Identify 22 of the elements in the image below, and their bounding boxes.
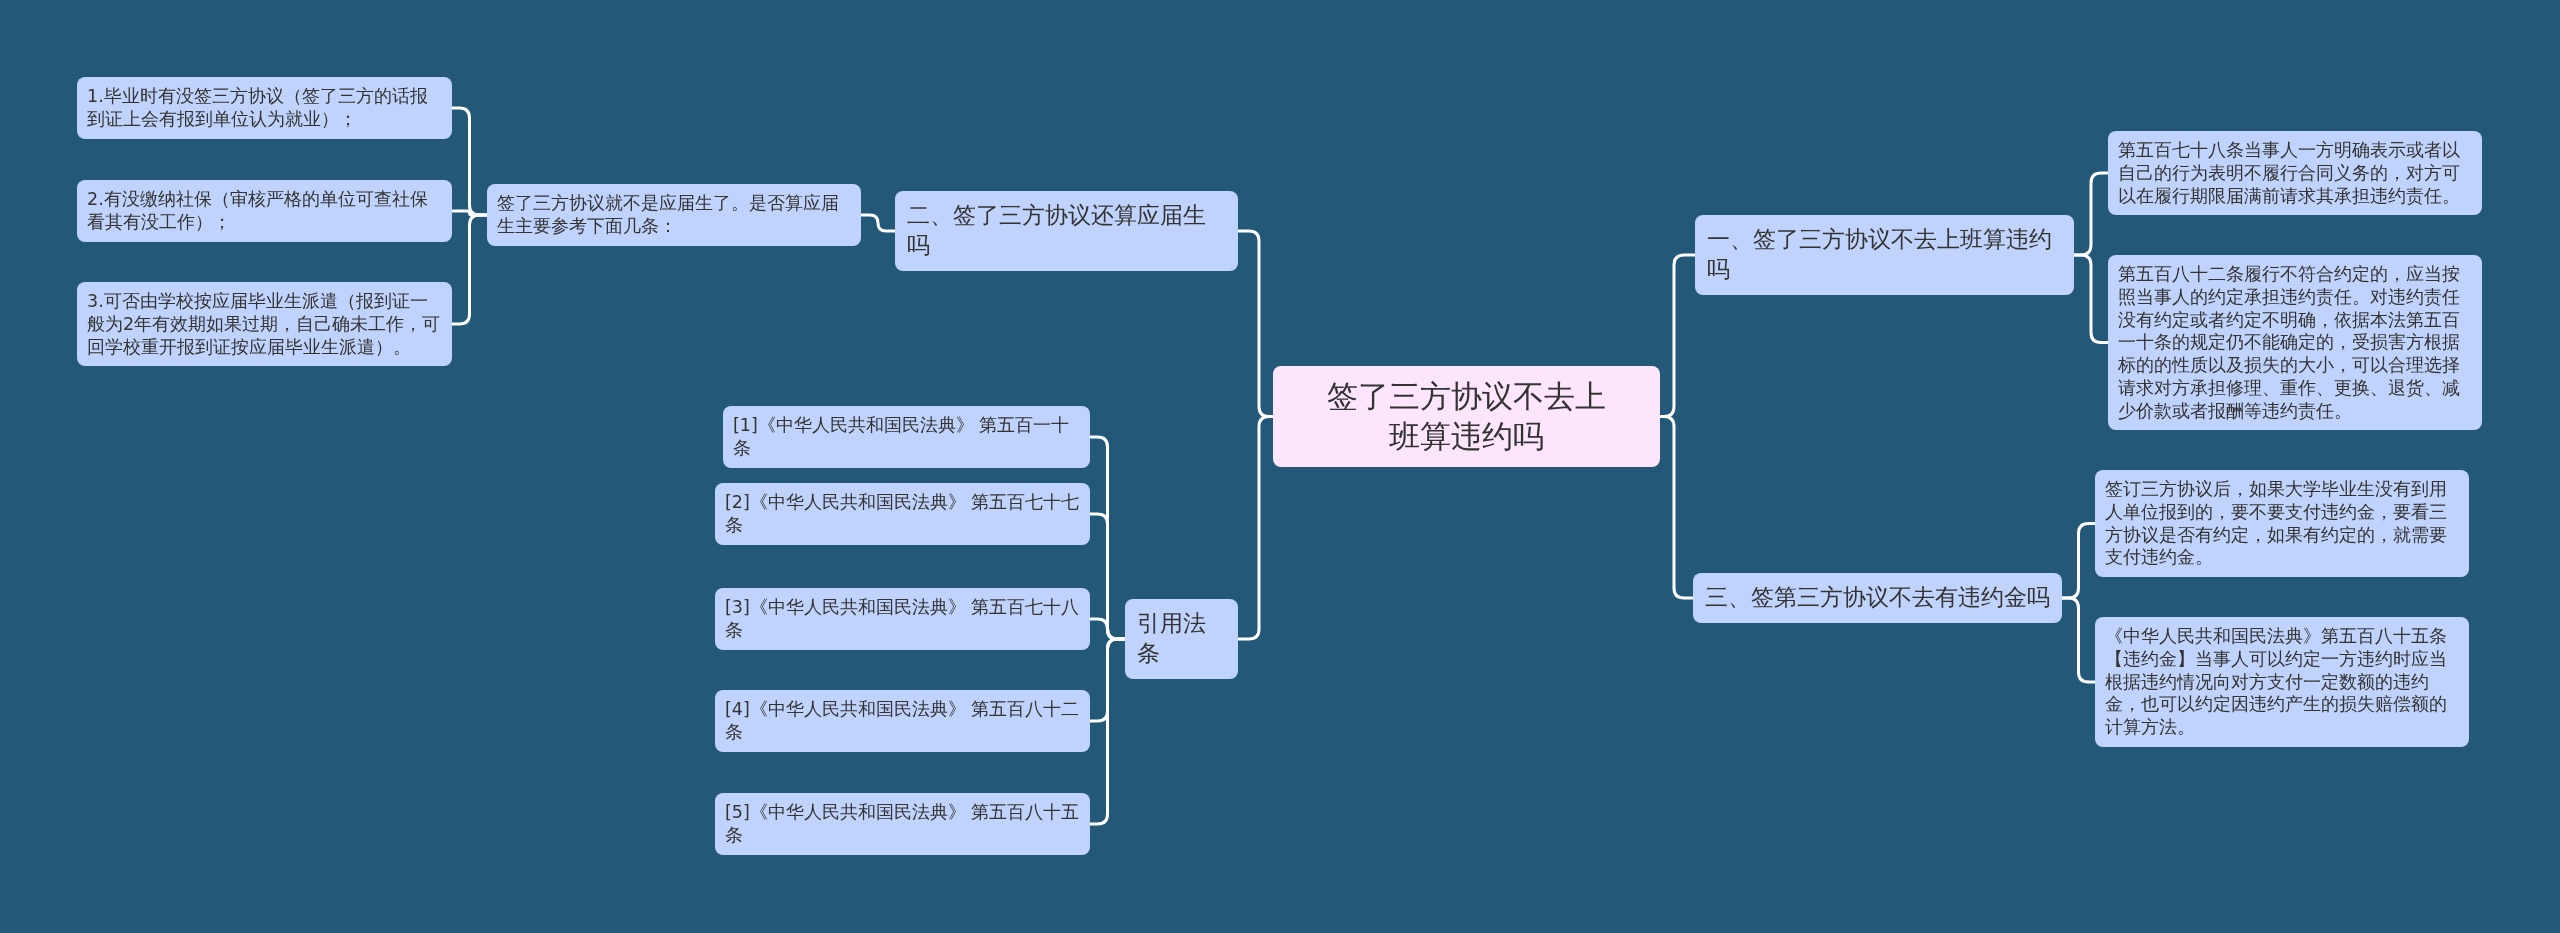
subtopic-box: [2]《中华人民共和国民法典》 第五百七十七条 (715, 483, 1090, 545)
central-topic-box: 签了三方协议不去上班算违约吗 (1273, 366, 1660, 467)
subtopic-box: 《中华人民共和国民法典》第五百八十五条【违约金】当事人可以约定一方违约时应当根据违约情况向对方支付一定数额的违约金，也可以约定因违约产生的损失赔偿额的计算方法。 (2095, 617, 2469, 747)
subtopic-box: [5]《中华人民共和国民法典》 第五百八十五条 (715, 793, 1090, 855)
topic-box: 一、签了三方协议不去上班算违约吗 (1695, 215, 2074, 295)
topic-box: 三、签第三方协议不去有违约金吗 (1693, 573, 2062, 623)
subtopic-box: 3.可否由学校按应届毕业生派遣（报到证一般为2年有效期如果过期，自己确未工作，可回学校重开报到证按应届毕业生派遣）。 (77, 282, 452, 367)
subtopic-box: [1]《中华人民共和国民法典》 第五百一十条 (723, 406, 1090, 468)
subtopic-box: 签了三方协议就不是应届生了。是否算应届生主要参考下面几条： (487, 184, 861, 246)
subtopic-box: 第五百七十八条当事人一方明确表示或者以自己的行为表明不履行合同义务的，对方可以在履行期限届满前请求其承担违约责任。 (2108, 131, 2482, 216)
subtopic-box: 第五百八十二条履行不符合约定的，应当按照当事人的约定承担违约责任。对违约责任没有约定或者约定不明确，依据本法第五百一十条的规定仍不能确定的，受损害方根据标的的性质以及损失的大小，可以合理选择请求对方承担修理、重作、更换、退货、减少价款或者报酬等违约责任。 (2108, 255, 2482, 431)
subtopic-box: 1.毕业时有没签三方协议（签了三方的话报到证上会有报到单位认为就业）； (77, 77, 452, 139)
subtopic-box: 签订三方协议后，如果大学毕业生没有到用人单位报到的，要不要支付违约金，要看三方协议是否有约定，如果有约定的，就需要支付违约金。 (2095, 470, 2469, 577)
connector-line (2062, 596, 2095, 684)
subtopic-box: [3]《中华人民共和国民法典》 第五百七十八条 (715, 588, 1090, 650)
connector-line (452, 213, 487, 326)
connector-line (1090, 637, 1125, 826)
subtopic-box: 2.有没缴纳社保（审核严格的单位可查社保看其有没工作）； (77, 180, 452, 242)
topic-box: 引用法条 (1125, 599, 1238, 679)
connector-line (861, 213, 895, 233)
topic-box: 二、签了三方协议还算应届生吗 (895, 191, 1238, 271)
subtopic-box: [4]《中华人民共和国民法典》 第五百八十二条 (715, 690, 1090, 752)
